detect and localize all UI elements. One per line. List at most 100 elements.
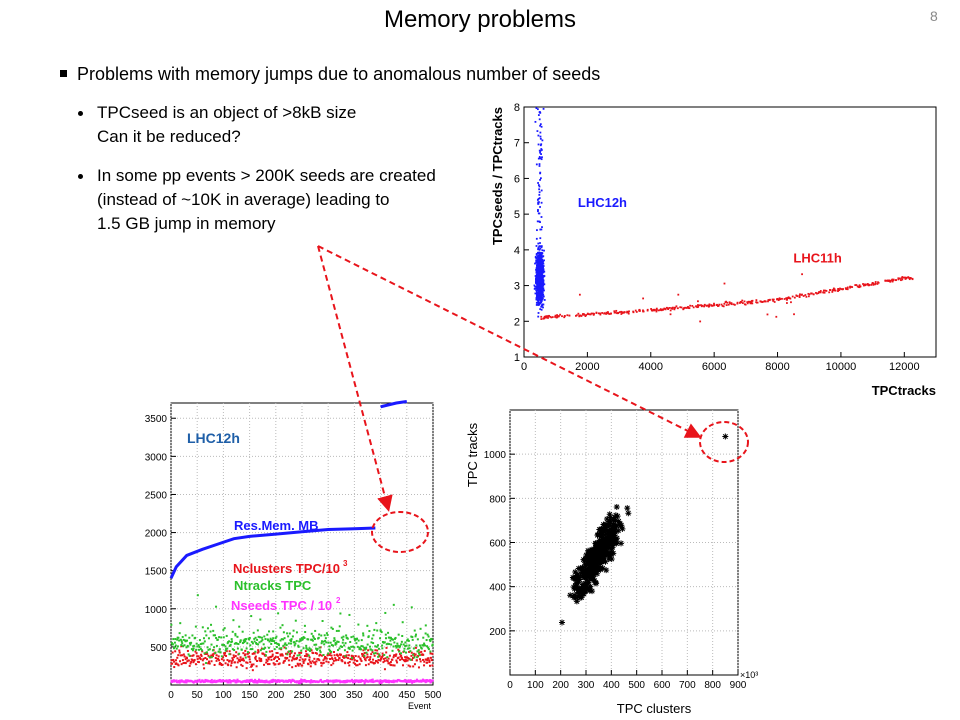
data-point-1 xyxy=(360,639,363,642)
data-point-1 xyxy=(317,636,320,639)
data-point-lhc11h xyxy=(724,301,727,304)
data-point-lhc11h xyxy=(613,311,616,314)
data-point-lhc11h xyxy=(563,316,566,319)
data-point-0 xyxy=(283,659,286,662)
data-point-0 xyxy=(367,649,370,652)
data-point-lhc11h xyxy=(592,313,595,316)
data-point-0 xyxy=(311,660,314,663)
data-point-1 xyxy=(329,641,332,644)
data-point-lhc11h xyxy=(638,309,641,312)
data-point-0 xyxy=(287,659,290,662)
data-point-1 xyxy=(416,638,419,641)
data-point-star xyxy=(609,534,616,541)
data-point-lhc11h xyxy=(808,293,811,296)
data-point-lhc12h xyxy=(539,263,542,266)
data-point-lhc12h xyxy=(541,266,544,269)
legend-resmem: Res.Mem. MB xyxy=(234,518,319,533)
data-point-lhc12h xyxy=(537,303,540,306)
data-point-1 xyxy=(355,642,358,645)
data-point-star xyxy=(594,532,601,539)
data-point-star xyxy=(573,598,580,605)
data-point-lhc11h xyxy=(684,306,687,309)
data-point-lhc12h xyxy=(539,280,542,283)
data-point-lhc11h xyxy=(703,303,706,306)
data-point-1 xyxy=(259,649,262,652)
data-point-1 xyxy=(276,642,279,645)
data-point-1 xyxy=(234,634,237,637)
slide-title: Memory problems xyxy=(383,6,577,33)
data-point-0 xyxy=(297,664,300,667)
x-tick-label: 50 xyxy=(192,690,204,701)
data-point-1 xyxy=(324,637,327,640)
data-point-0 xyxy=(271,653,274,656)
data-point-lhc11h xyxy=(551,316,554,318)
data-point-1 xyxy=(307,654,310,657)
data-point-0 xyxy=(181,654,184,657)
data-point-0 xyxy=(351,655,354,658)
data-point-lhc11h xyxy=(839,287,841,290)
data-point-0 xyxy=(296,656,299,659)
x-tick-label: 12000 xyxy=(889,361,920,373)
data-point-0 xyxy=(342,655,345,658)
data-point-1 xyxy=(282,631,285,634)
sub-bullet-2-line3: 1.5 GB jump in memory xyxy=(97,214,276,233)
data-point-0 xyxy=(410,654,413,657)
x-tick-label: 400 xyxy=(603,680,620,691)
data-point-lhc12h xyxy=(538,220,541,223)
data-point-0 xyxy=(222,656,225,659)
data-point-0 xyxy=(250,664,253,667)
data-point-lhc11h xyxy=(653,309,656,312)
data-point-0 xyxy=(225,654,228,657)
data-point-0 xyxy=(333,654,336,657)
data-point-lhc11h xyxy=(772,300,775,302)
data-point-star xyxy=(581,557,588,564)
data-point-1 xyxy=(352,645,355,648)
data-point-2 xyxy=(236,678,239,681)
data-point-1 xyxy=(265,650,268,653)
data-point-0 xyxy=(256,659,259,662)
data-point-lhc11h xyxy=(578,293,581,296)
data-point-lhc11h xyxy=(846,287,849,290)
data-point-lhc11h xyxy=(872,283,875,286)
data-point-2 xyxy=(413,681,416,684)
data-point-0 xyxy=(289,650,292,653)
data-point-2 xyxy=(185,680,188,683)
data-point-1 xyxy=(398,646,401,649)
data-point-1 xyxy=(177,636,180,639)
data-point-2 xyxy=(303,680,306,683)
data-point-1 xyxy=(387,631,390,634)
data-point-1 xyxy=(252,631,255,634)
data-point-star xyxy=(575,579,582,586)
data-point-0 xyxy=(265,658,268,661)
data-point-2 xyxy=(362,680,365,683)
data-point-lhc11h xyxy=(696,304,699,306)
y-tick-label: 3 xyxy=(514,281,520,293)
data-point-0 xyxy=(188,664,191,667)
data-point-star xyxy=(604,527,611,534)
data-point-lhc11h xyxy=(755,301,758,304)
data-point-1 xyxy=(246,651,249,654)
data-point-star xyxy=(602,526,609,533)
data-point-lhc11h xyxy=(798,295,801,298)
data-point-1 xyxy=(232,619,235,622)
data-point-0 xyxy=(282,660,285,663)
data-point-0 xyxy=(276,656,279,659)
data-point-1 xyxy=(194,625,197,628)
data-point-0 xyxy=(376,661,379,664)
data-point-1 xyxy=(418,644,421,647)
data-point-1 xyxy=(186,639,189,642)
data-point-1 xyxy=(287,642,290,645)
data-point-2 xyxy=(245,679,248,682)
data-point-lhc12h xyxy=(541,298,544,301)
data-point-star xyxy=(599,565,606,572)
data-point-lhc12h xyxy=(537,272,540,275)
data-point-1 xyxy=(428,638,431,641)
data-point-1 xyxy=(336,640,339,643)
data-point-1 xyxy=(170,641,173,644)
data-point-lhc12h xyxy=(542,265,545,267)
data-point-0 xyxy=(245,667,248,670)
data-point-0 xyxy=(301,658,304,661)
data-point-0 xyxy=(390,664,393,667)
data-point-1 xyxy=(179,638,182,641)
data-point-0 xyxy=(378,655,381,658)
